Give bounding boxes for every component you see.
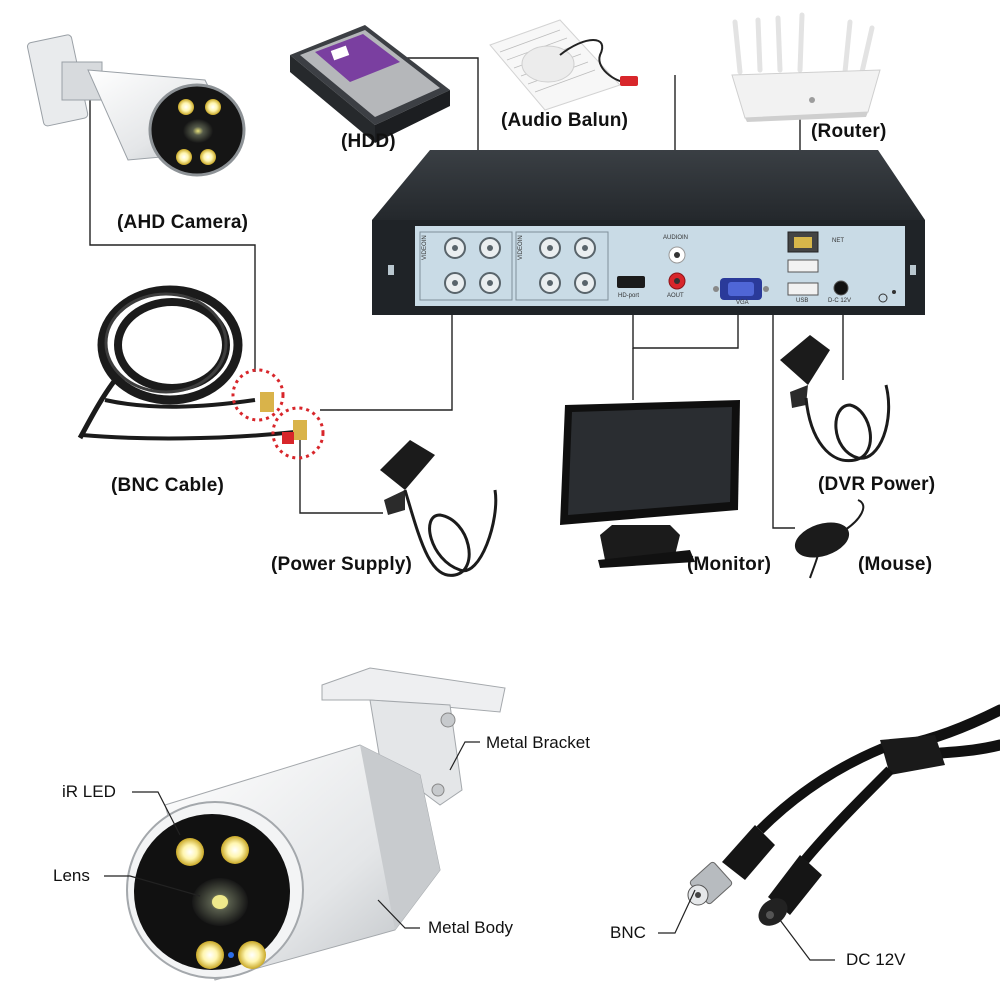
hdd-connection-line (405, 57, 479, 175)
dc-12v-leader (779, 919, 835, 961)
ahd-camera-image (26, 34, 246, 177)
router-label: (Router) (811, 121, 887, 142)
dvr-power-label: (DVR Power) (818, 474, 936, 495)
bullet-camera-image (126, 667, 506, 981)
dc-power-label: D-C 12V (828, 298, 852, 304)
audio-balun-label: (Audio Balun) (501, 110, 629, 131)
callout-lines (104, 741, 835, 961)
metal-bracket-label: Metal Bracket (486, 733, 590, 752)
audio-in-label: AUDIOIN (663, 235, 689, 241)
hdd-label: (HDD) (341, 131, 396, 152)
router-image (731, 12, 881, 122)
mouse-image (794, 499, 865, 579)
power-supply-image (380, 440, 498, 577)
audio-out-label: AOUT (667, 293, 684, 299)
dc-12v-label: DC 12V (846, 950, 906, 969)
mouse-label: (Mouse) (858, 554, 933, 575)
video-in-label: VIDEOIN (422, 235, 428, 260)
dvr-power-image (780, 335, 891, 463)
vga-label: VGA (736, 300, 749, 306)
metal-bracket-leader (449, 741, 480, 771)
ir-led-leader (132, 791, 181, 836)
hdd-image (290, 25, 450, 143)
bnc-cable-image (77, 285, 325, 460)
net-label: NET (832, 238, 844, 244)
mouse-connection-line (772, 270, 795, 529)
video-in-label-2: VIDEOIN (518, 235, 524, 260)
dvr-recorder (372, 150, 925, 315)
connection-lines (89, 57, 844, 529)
monitor-image (560, 400, 740, 568)
bnc-dvr-connection-line (320, 300, 453, 411)
lens-label: Lens (53, 866, 90, 885)
power-supply-connection-line (299, 440, 383, 514)
power-supply-label: (Power Supply) (271, 554, 413, 575)
ir-led-label: iR LED (62, 782, 116, 801)
bnc-cable-label: (BNC Cable) (111, 475, 225, 496)
ahd-camera-label: (AHD Camera) (117, 212, 249, 233)
bnc-label: BNC (610, 923, 646, 942)
usb-label: USB (796, 298, 809, 304)
monitor-label: (Monitor) (687, 554, 772, 575)
monitor-connection-line (632, 300, 739, 349)
audio-balun-image (489, 19, 638, 111)
hd-port-label: HD-port (618, 293, 640, 299)
metal-body-leader (377, 899, 420, 929)
metal-body-label: Metal Body (428, 918, 514, 937)
bnc-dc-cable-image (687, 704, 1000, 926)
lens-leader (104, 875, 201, 897)
bnc-leader (658, 889, 696, 934)
camera-connection-line (89, 100, 256, 372)
